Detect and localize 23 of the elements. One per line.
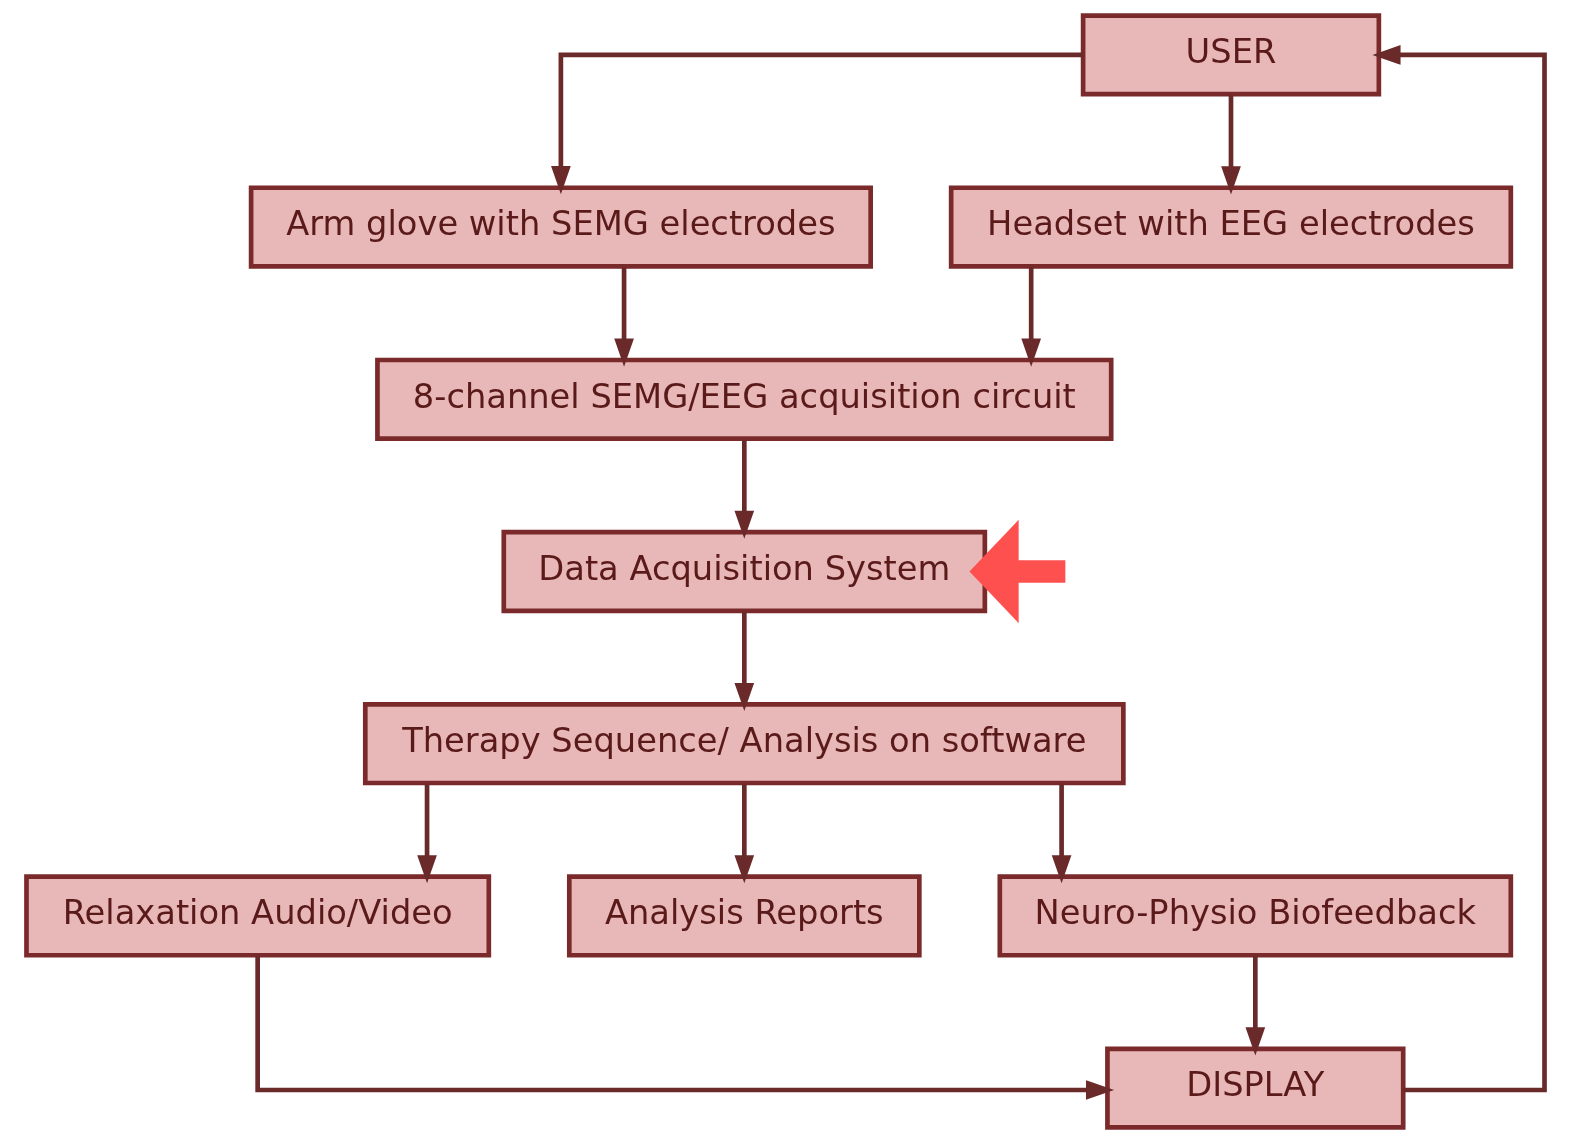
arrow (254, 955, 1114, 1100)
node-box: Analysis Reports (566, 874, 922, 958)
node-box: USER (1080, 13, 1381, 97)
arrow (416, 783, 437, 884)
arrow (1020, 267, 1041, 367)
node-box: Neuro-Physio Biofeedback (997, 874, 1513, 958)
node-box: Headset with EEG electrodes (948, 185, 1513, 269)
arrow (1220, 94, 1241, 195)
node-box: Therapy Sequence/ Analysis on software (362, 702, 1126, 786)
arrow (733, 439, 754, 539)
arrow (550, 52, 1083, 195)
node-box: Arm glove with SEMG electrodes (248, 185, 873, 269)
arrow (968, 519, 1065, 624)
node-box: Relaxation Audio/Video (23, 874, 491, 958)
arrow (1371, 45, 1547, 1093)
arrow (1051, 783, 1071, 884)
arrow (733, 611, 754, 712)
arrow (1244, 955, 1265, 1056)
arrow (613, 267, 634, 367)
node-box: Data Acquisition System (500, 529, 987, 614)
arrow (733, 783, 754, 884)
node-box: 8-channel SEMG/EEG acquisition circuit (374, 357, 1114, 441)
node-box: DISPLAY (1104, 1046, 1406, 1130)
